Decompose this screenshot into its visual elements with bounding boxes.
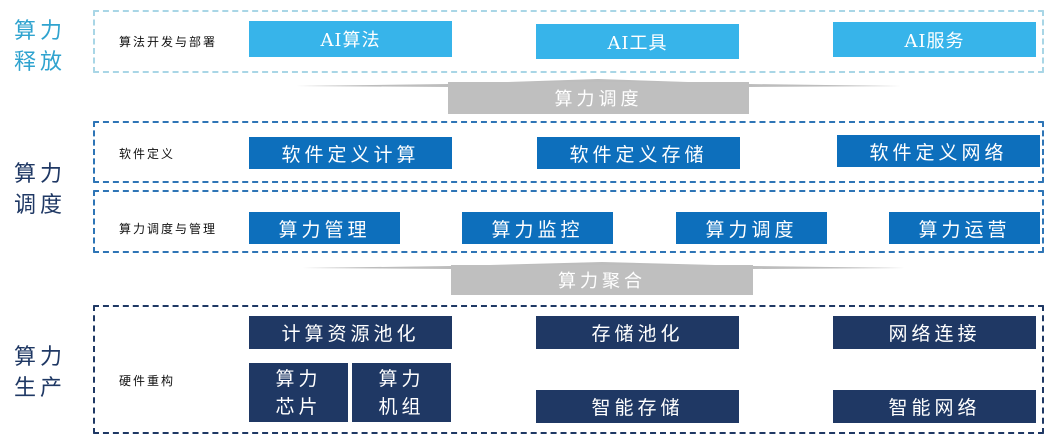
layer-title-algorithm: 算法开发与部署 (119, 35, 218, 49)
sd-compute-box: 软件定义计算 (249, 137, 452, 169)
arrow-aggregation: 算力聚合 (302, 262, 905, 296)
compute-operation-box: 算力运营 (889, 212, 1040, 244)
layer-management-frame (93, 190, 1044, 253)
layer-title-management: 算力调度与管理 (119, 222, 218, 236)
arrow-label-scheduling: 算力调度 (448, 82, 749, 114)
section-label-line: 算力 (14, 345, 67, 370)
section-label-line: 释放 (14, 50, 67, 75)
layer-title-software-defined: 软件定义 (119, 147, 176, 161)
section-label-release: 算力 释放 (14, 16, 68, 78)
section-label-line: 算力 (14, 19, 67, 44)
section-label-line: 生产 (14, 376, 67, 401)
section-label-line: 调度 (14, 193, 67, 218)
chip-line1: 算力 (275, 367, 322, 390)
arrow-label-aggregation: 算力聚合 (451, 265, 753, 295)
chip-line2: 芯片 (275, 395, 322, 418)
smart-storage-box: 智能存储 (536, 390, 739, 423)
compute-unit-box: 算力 机组 (352, 363, 451, 422)
layer-software-defined-frame (93, 121, 1044, 183)
section-label-production: 算力 生产 (14, 342, 68, 404)
compute-monitoring-box: 算力监控 (462, 212, 613, 244)
compute-management-box: 算力管理 (249, 212, 400, 244)
network-connection-box: 网络连接 (833, 316, 1036, 349)
ai-services-box: AI服务 (833, 22, 1036, 57)
unit-line1: 算力 (378, 367, 425, 390)
unit-line2: 机组 (378, 395, 425, 418)
arrow-scheduling: 算力调度 (296, 79, 901, 115)
sd-network-box: 软件定义网络 (837, 135, 1040, 167)
layer-hardware-frame (93, 305, 1044, 434)
ai-tools-box: AI工具 (536, 24, 739, 59)
section-label-line: 算力 (14, 162, 67, 187)
compute-scheduling-box: 算力调度 (676, 212, 827, 244)
compute-chip-box: 算力 芯片 (249, 363, 348, 422)
layer-algorithm-frame (93, 10, 1044, 73)
storage-pooling-box: 存储池化 (536, 316, 739, 349)
sd-storage-box: 软件定义存储 (537, 137, 740, 169)
layer-title-hardware: 硬件重构 (119, 374, 176, 388)
smart-network-box: 智能网络 (833, 390, 1036, 423)
compute-pooling-box: 计算资源池化 (249, 316, 452, 349)
section-label-scheduling: 算力 调度 (14, 159, 68, 221)
ai-algorithm-box: AI算法 (249, 21, 452, 57)
